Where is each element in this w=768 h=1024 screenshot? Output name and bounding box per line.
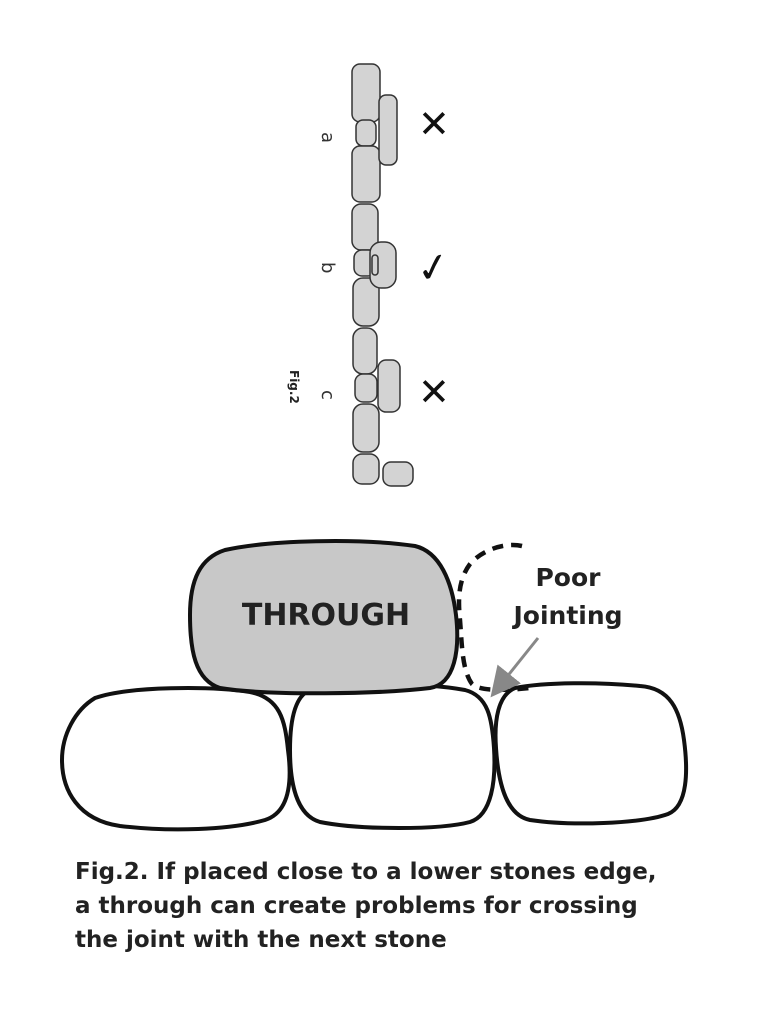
through-stone-diagram: THROUGH Poor Jointing xyxy=(59,539,689,832)
through-stone-a xyxy=(378,94,398,166)
check-mark-b: ✓ xyxy=(413,243,454,294)
poor-jointing-outline xyxy=(456,542,531,692)
caption-line-1: Fig.2. If placed close to a lower stones… xyxy=(75,859,657,885)
label-b: b xyxy=(317,262,338,273)
label-c: c xyxy=(317,390,338,400)
poor-jointing-label-line1: Poor xyxy=(535,563,601,592)
poor-jointing-label-line2: Jointing xyxy=(511,601,622,630)
through-stone xyxy=(187,539,460,696)
wall-course-sketch: a b c Fig.2 ✕ ✓ ✕ xyxy=(283,30,483,487)
through-stone-c xyxy=(377,359,414,487)
fig-label: Fig.2 xyxy=(287,370,301,404)
lower-stone-right xyxy=(493,681,689,826)
through-stone-b xyxy=(369,241,397,289)
through-label: THROUGH xyxy=(242,598,410,633)
pointer-arrow xyxy=(490,637,540,698)
cross-mark-a: ✕ xyxy=(418,102,450,146)
caption-line-3: the joint with the next stone xyxy=(75,927,447,953)
base-stones xyxy=(351,63,381,485)
lower-stone-left xyxy=(59,686,292,832)
figure-caption: Fig.2. If placed close to a lower stones… xyxy=(75,855,715,957)
caption-line-2: a through can create problems for crossi… xyxy=(75,893,638,919)
lower-stone-middle xyxy=(287,682,497,830)
label-a: a xyxy=(317,132,338,143)
cross-mark-c: ✕ xyxy=(418,370,450,414)
